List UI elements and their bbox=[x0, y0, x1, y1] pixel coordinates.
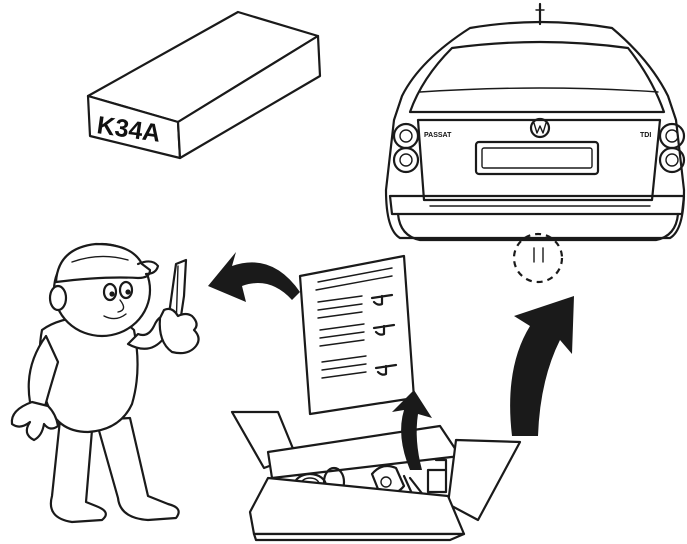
car-rear: PASSAT TDI bbox=[384, 2, 686, 284]
mechanic-figure bbox=[10, 242, 200, 524]
car-left-badge: PASSAT bbox=[424, 132, 452, 139]
arrow-icon bbox=[392, 390, 432, 470]
arrow-icon bbox=[510, 296, 574, 436]
part-box: K34A bbox=[86, 10, 322, 160]
car-right-badge: TDI bbox=[640, 132, 651, 139]
kit-box bbox=[230, 410, 522, 542]
arrow-icon bbox=[208, 252, 300, 302]
instructions-sheet bbox=[298, 254, 416, 416]
